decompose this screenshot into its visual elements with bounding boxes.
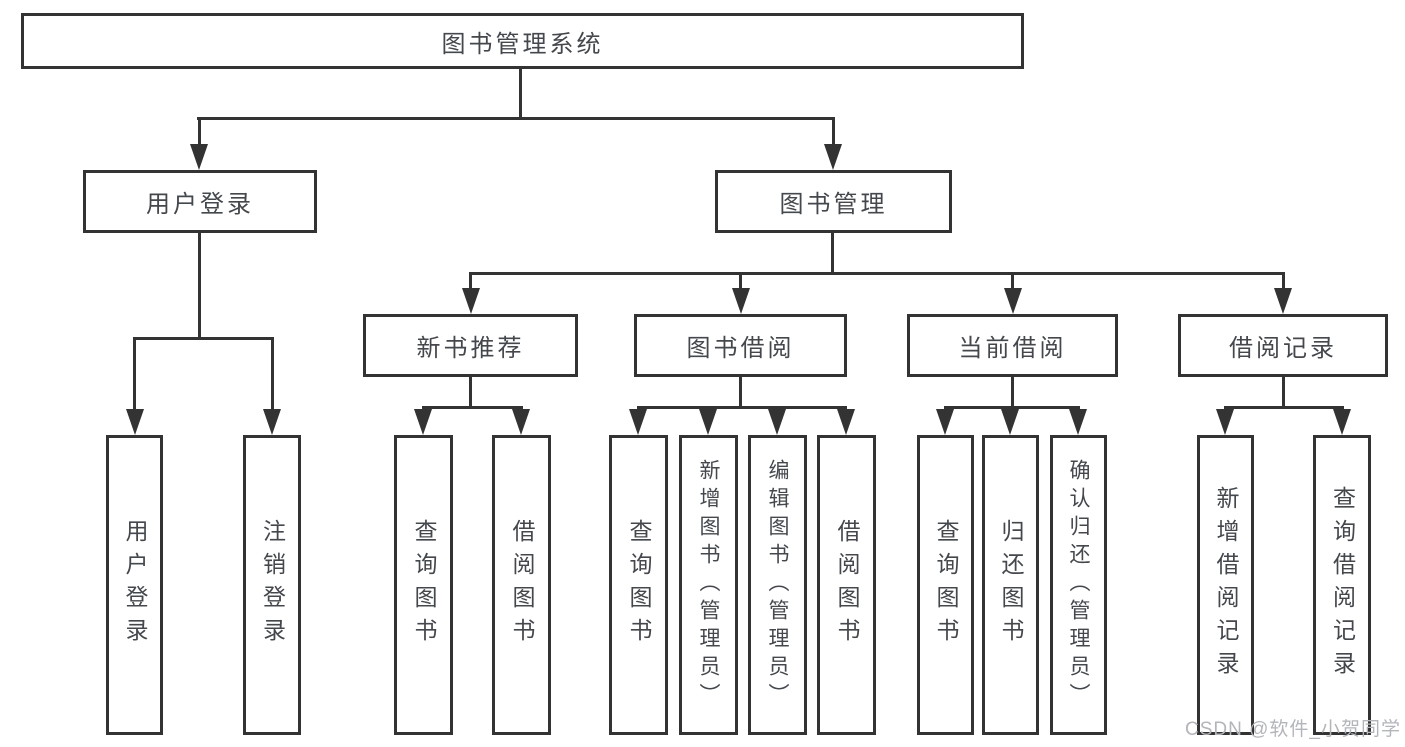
connector-user-login-split [133,337,274,340]
connector-current-borrow-drop [1011,272,1014,296]
arrow-book-mgmt [824,144,842,170]
arrow-book-borrow [732,288,750,314]
connector-current-borrow-split [944,406,1080,409]
leaf-user-login: 用户登录 [106,435,163,735]
leaf-cb-query-books-label: 查询图书 [933,519,959,651]
arrow-nb-leaf2 [512,409,530,435]
leaf-nb-query-books-label: 查询图书 [411,519,437,651]
connector-root-stem [519,69,522,119]
connector-login-leaf1-drop [133,337,136,415]
leaf-cb-return-books-label: 归还图书 [998,519,1024,651]
node-borrow-records: 借阅记录 [1178,314,1388,377]
arrow-bb-leaf2 [699,409,717,435]
connector-book-mgmt-stem [831,233,834,275]
leaf-cb-return-books: 归还图书 [982,435,1039,735]
leaf-bb-edit-books-admin: 编辑图书（管理员） [748,435,807,735]
leaf-bb-query-books-label: 查询图书 [626,519,652,651]
node-user-login: 用户登录 [83,170,317,233]
arrow-login-leaf1 [126,409,144,435]
leaf-br-query-record-label: 查询借阅记录 [1329,486,1356,684]
leaf-cb-confirm-return-admin: 确认归还（管理员） [1050,435,1107,735]
arrow-cb-leaf3 [1069,409,1087,435]
node-book-borrow-label: 图书借阅 [686,335,795,362]
connector-user-login-drop [198,117,201,148]
leaf-br-add-record: 新增借阅记录 [1197,435,1254,735]
node-root-label: 图书管理系统 [441,30,604,58]
arrow-nb-leaf1 [414,409,432,435]
arrow-new-books [462,288,480,314]
node-root: 图书管理系统 [21,13,1024,69]
arrow-cb-leaf2 [1001,409,1019,435]
leaf-user-login-label: 用户登录 [122,519,148,651]
leaf-bb-borrow-books: 借阅图书 [817,435,876,735]
watermark-text: CSDN @软件_小贺同学 [1185,719,1401,740]
connector-level2-branch [197,117,835,120]
leaf-br-add-record-label: 新增借阅记录 [1213,486,1239,684]
connector-user-login-stem [198,233,201,340]
arrow-user-login [190,144,208,170]
arrow-bb-leaf3 [768,409,786,435]
arrow-borrow-records [1274,288,1292,314]
connector-login-leaf2-drop [271,337,274,415]
connector-book-borrow-drop [739,272,742,296]
leaf-bb-query-books: 查询图书 [609,435,668,735]
node-book-mgmt-label: 图书管理 [779,191,888,218]
connector-borrow-records-split [1224,406,1344,409]
arrow-br-leaf2 [1333,409,1351,435]
connector-book-mgmt-drop [832,117,835,148]
connector-borrow-records-drop [1282,272,1285,296]
leaf-nb-query-books: 查询图书 [394,435,453,735]
leaf-bb-add-books-admin: 新增图书（管理员） [679,435,738,735]
leaf-cb-confirm-return-admin-label: 确认归还（管理员） [1067,459,1090,711]
leaf-nb-borrow-books: 借阅图书 [492,435,551,735]
node-new-books-label: 新书推荐 [416,335,525,362]
connector-borrow-records-stem [1282,377,1285,409]
arrow-br-leaf1 [1216,409,1234,435]
leaf-logout: 注销登录 [243,435,301,735]
leaf-bb-edit-books-admin-label: 编辑图书（管理员） [766,459,789,711]
connector-book-borrow-split [637,406,847,409]
arrow-bb-leaf1 [629,409,647,435]
node-current-borrow-label: 当前借阅 [958,335,1067,362]
connector-level3-branch [469,272,1285,275]
node-user-login-label: 用户登录 [146,191,254,218]
node-book-mgmt: 图书管理 [715,170,952,233]
node-borrow-records-label: 借阅记录 [1229,335,1337,362]
leaf-logout-label: 注销登录 [259,519,286,651]
arrow-current-borrow [1004,288,1022,314]
arrow-bb-leaf4 [837,409,855,435]
leaf-nb-borrow-books-label: 借阅图书 [509,519,535,651]
arrow-login-leaf2 [263,409,281,435]
node-book-borrow: 图书借阅 [634,314,847,377]
connector-new-books-drop [469,272,472,296]
connector-new-books-stem [469,377,472,409]
leaf-bb-add-books-admin-label: 新增图书（管理员） [697,459,720,711]
connector-book-borrow-stem [739,377,742,409]
leaf-br-query-record: 查询借阅记录 [1313,435,1371,735]
leaf-bb-borrow-books-label: 借阅图书 [834,519,860,651]
node-current-borrow: 当前借阅 [907,314,1118,377]
node-new-books: 新书推荐 [363,314,578,377]
arrow-cb-leaf1 [936,409,954,435]
leaf-cb-query-books: 查询图书 [917,435,974,735]
connector-current-borrow-stem [1011,377,1014,409]
connector-new-books-split [422,406,523,409]
